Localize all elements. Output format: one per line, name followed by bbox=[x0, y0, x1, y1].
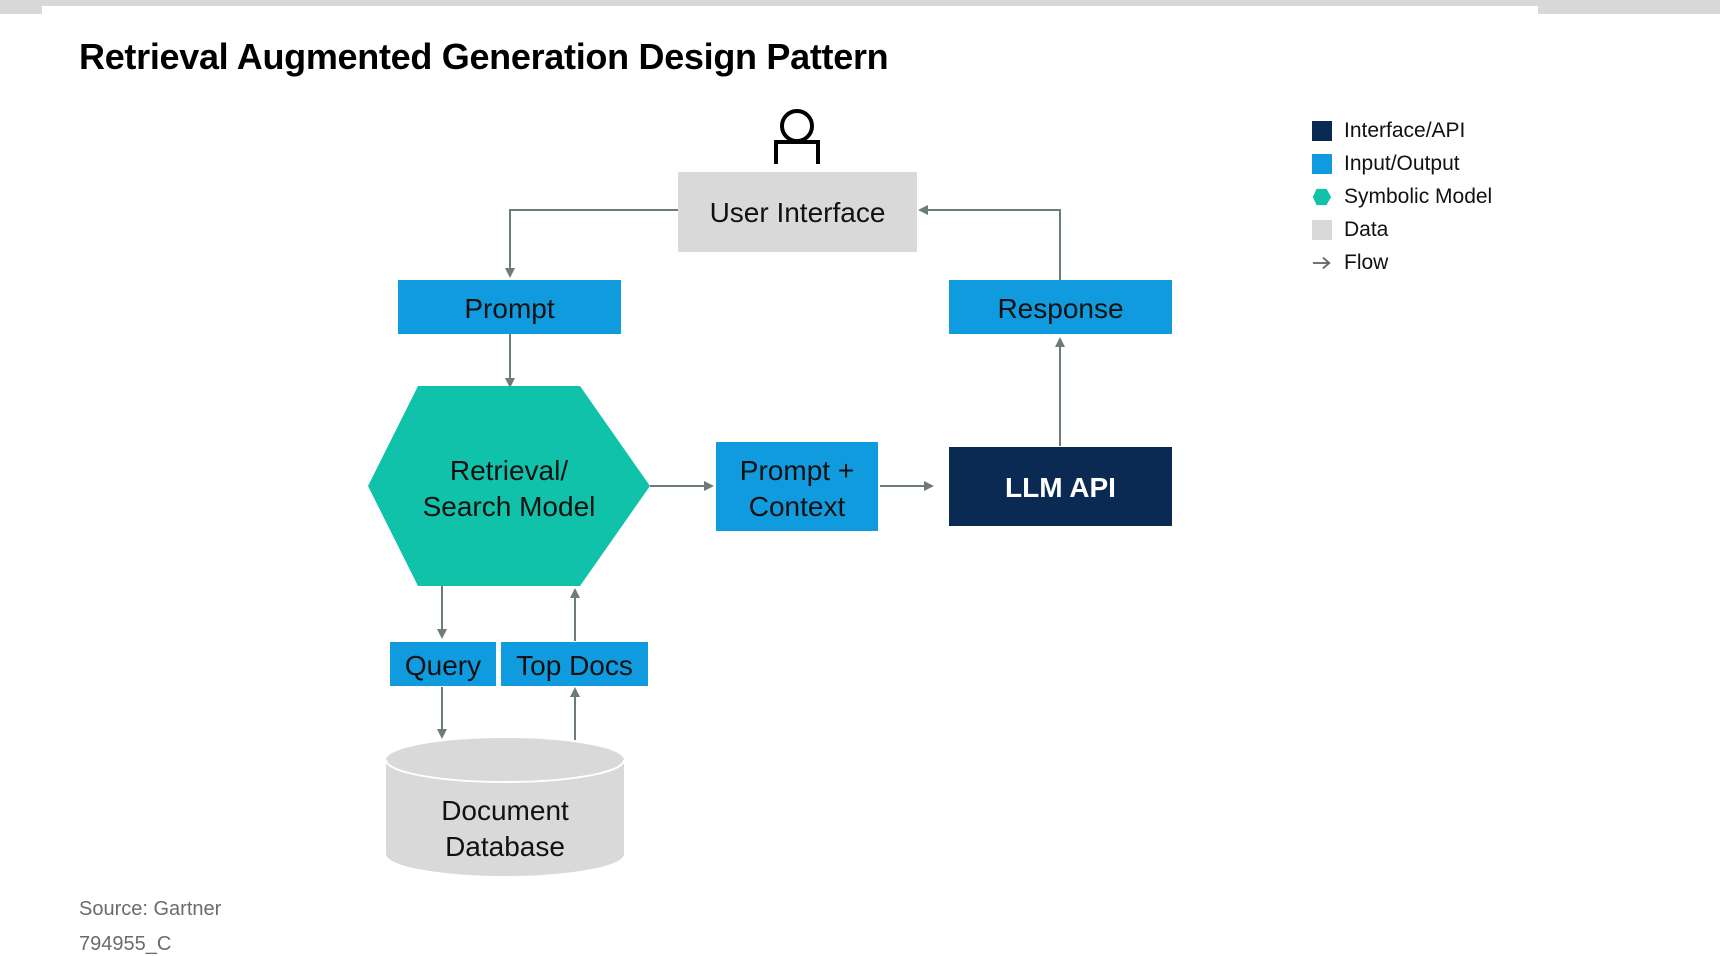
legend-label: Flow bbox=[1344, 250, 1389, 274]
flow-ui-to-prompt bbox=[505, 209, 678, 278]
top-border bbox=[42, 0, 1538, 6]
top-border-left bbox=[0, 0, 42, 14]
legend-label: Interface/API bbox=[1344, 118, 1466, 142]
arrow-right-icon bbox=[1312, 253, 1332, 273]
prompt-context-line2: Context bbox=[749, 491, 846, 522]
retrieval-label-line1: Retrieval/ bbox=[450, 455, 568, 486]
user-icon bbox=[774, 109, 820, 164]
legend-item-interface-api: Interface/API bbox=[1312, 114, 1492, 147]
retrieval-search-model-node: Retrieval/ Search Model bbox=[368, 386, 650, 586]
legend-item-flow: Flow bbox=[1312, 246, 1492, 279]
top-border-right bbox=[1538, 0, 1720, 14]
query-label: Query bbox=[405, 650, 481, 681]
document-database-node: Document Database bbox=[385, 738, 625, 876]
page-title: Retrieval Augmented Generation Design Pa… bbox=[79, 36, 889, 77]
hexagon-swatch-icon bbox=[1312, 187, 1332, 207]
query-node: Query bbox=[390, 642, 496, 686]
user-interface-node: User Interface bbox=[678, 172, 917, 252]
legend-item-data: Data bbox=[1312, 213, 1492, 246]
response-label: Response bbox=[997, 293, 1123, 324]
legend-item-symbolic-model: Symbolic Model bbox=[1312, 180, 1492, 213]
legend: Interface/API Input/Output Symbolic Mode… bbox=[1312, 114, 1492, 279]
legend-label: Symbolic Model bbox=[1344, 184, 1493, 208]
legend-label: Input/Output bbox=[1344, 151, 1460, 175]
top-docs-label: Top Docs bbox=[516, 650, 633, 681]
llm-api-node: LLM API bbox=[949, 447, 1172, 526]
document-database-line2: Database bbox=[445, 831, 565, 862]
prompt-context-line1: Prompt + bbox=[740, 455, 854, 486]
square-swatch-icon bbox=[1312, 153, 1332, 174]
user-interface-label: User Interface bbox=[710, 197, 886, 228]
retrieval-label-line2: Search Model bbox=[423, 491, 596, 522]
document-id: 794955_C bbox=[79, 933, 172, 955]
square-swatch-icon bbox=[1312, 219, 1332, 240]
prompt-context-node: Prompt + Context bbox=[716, 442, 878, 531]
source-note: Source: Gartner bbox=[79, 898, 222, 920]
legend-item-input-output: Input/Output bbox=[1312, 147, 1492, 180]
flow-response-to-ui bbox=[918, 205, 1061, 280]
prompt-label: Prompt bbox=[464, 293, 554, 324]
llm-api-label: LLM API bbox=[1005, 472, 1116, 503]
prompt-node: Prompt bbox=[398, 280, 621, 334]
document-database-line1: Document bbox=[441, 795, 569, 826]
legend-label: Data bbox=[1344, 217, 1389, 241]
flow-arrows bbox=[437, 205, 1065, 740]
response-node: Response bbox=[949, 280, 1172, 334]
square-swatch-icon bbox=[1312, 120, 1332, 141]
top-docs-node: Top Docs bbox=[501, 642, 648, 686]
